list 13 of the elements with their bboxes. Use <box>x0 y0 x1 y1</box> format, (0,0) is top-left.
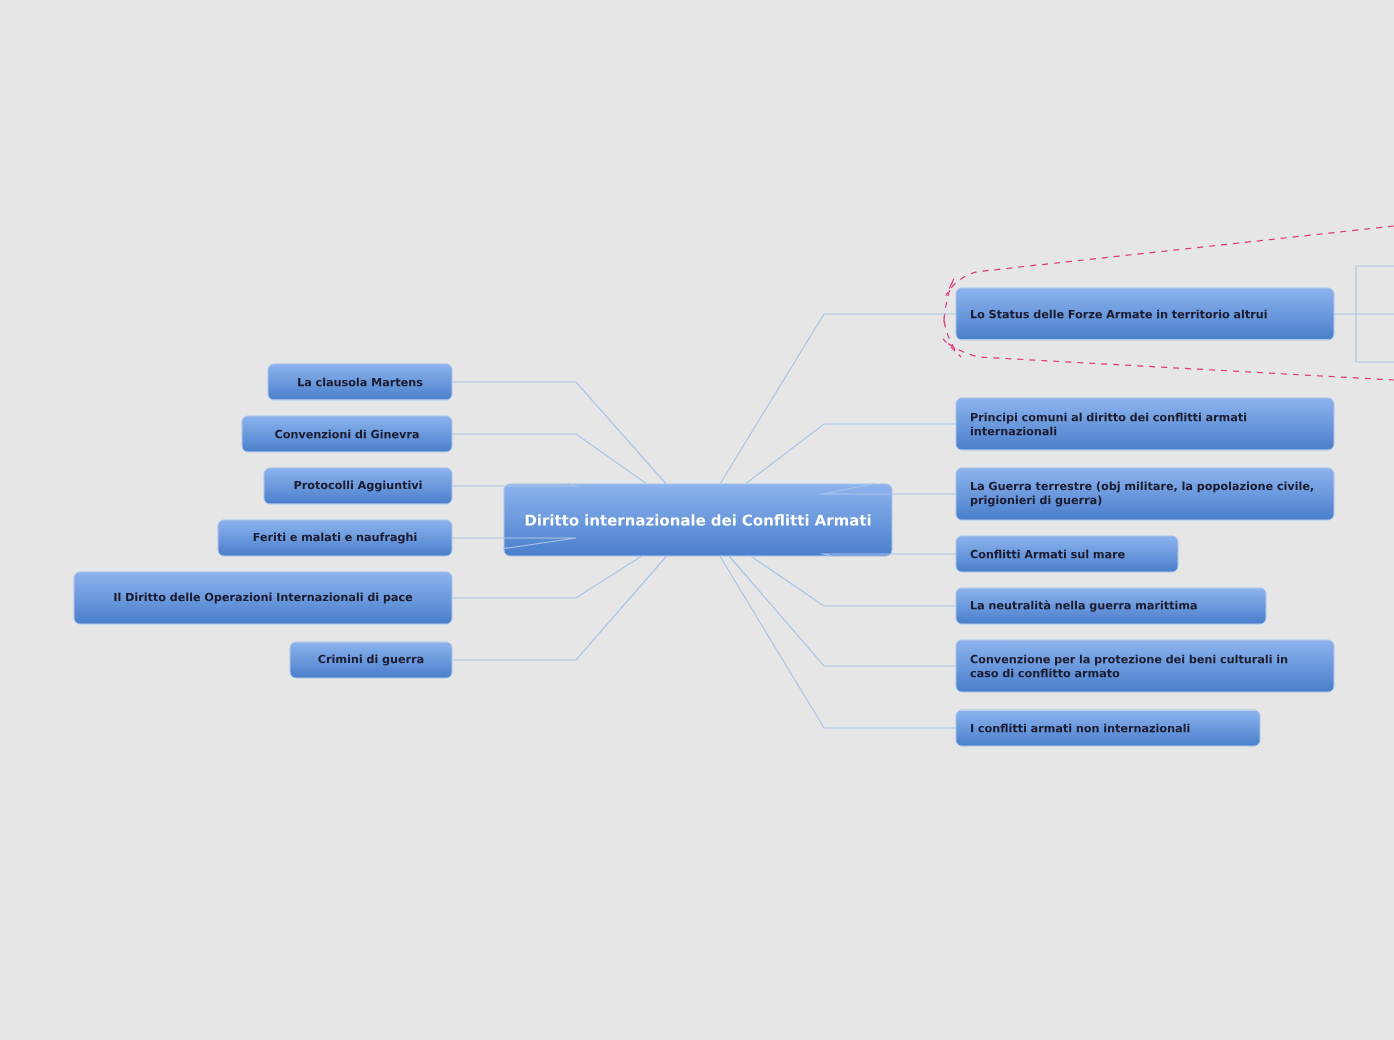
connector-line <box>451 555 667 661</box>
connector-line <box>719 555 957 729</box>
connector-line <box>819 553 957 558</box>
connector-line <box>451 537 577 550</box>
connector-line <box>451 381 667 485</box>
connector-line <box>451 555 642 599</box>
connector-line <box>451 482 581 487</box>
connector-line <box>745 423 957 485</box>
connector-line <box>719 313 957 485</box>
connector-line <box>750 555 957 607</box>
connector-line <box>818 482 957 495</box>
connector-line <box>451 433 647 485</box>
connector-line <box>728 555 957 667</box>
